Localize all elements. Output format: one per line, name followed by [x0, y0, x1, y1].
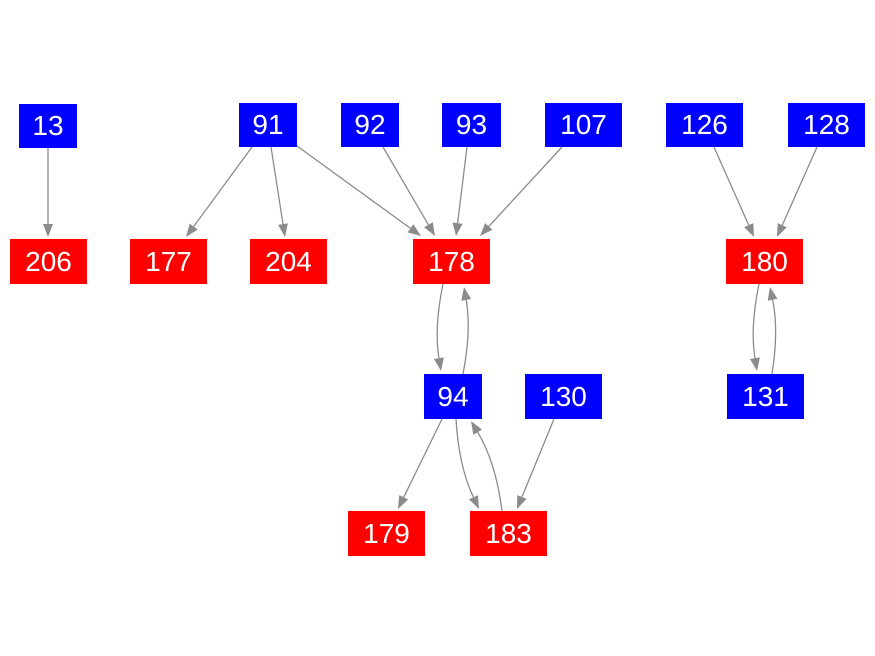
arrowhead [480, 223, 493, 236]
edge-line [403, 418, 443, 498]
arrowhead [434, 357, 444, 371]
arrowhead [461, 287, 472, 301]
edge-128-180 [777, 146, 818, 237]
arrowhead [43, 224, 53, 237]
arrowhead [744, 223, 754, 237]
node-label: 206 [25, 245, 72, 277]
node-206: 206 [10, 239, 87, 284]
edge-107-178 [480, 146, 563, 236]
edge-line [521, 418, 555, 498]
node-label: 130 [540, 380, 587, 412]
node-177: 177 [130, 239, 207, 284]
edge-line [462, 299, 469, 375]
node-107: 107 [545, 103, 622, 147]
node-130: 130 [525, 374, 602, 419]
edge-126-180 [713, 146, 754, 237]
node-204: 204 [250, 239, 327, 284]
edge-line [455, 418, 474, 498]
edge-183-94 [471, 421, 503, 512]
node-131: 131 [727, 374, 804, 419]
edge-line [456, 146, 468, 224]
arrowhead [278, 223, 288, 237]
node-label: 13 [32, 110, 64, 141]
edge-94-179 [398, 418, 443, 509]
edge-180-131 [750, 283, 760, 371]
edge-line [382, 146, 429, 226]
edge-94-183 [455, 418, 479, 509]
edge-91-177 [186, 146, 253, 237]
edge-178-94 [434, 283, 444, 371]
edge-93-178 [452, 146, 468, 236]
node-126: 126 [666, 103, 743, 147]
node-91: 91 [239, 103, 297, 147]
edge-line [436, 283, 444, 359]
arrowhead [398, 495, 409, 509]
node-13: 13 [19, 104, 77, 148]
edge-line [781, 146, 818, 226]
node-label: 179 [363, 517, 410, 549]
node-label: 128 [803, 109, 850, 140]
node-label: 94 [437, 380, 469, 412]
edge-131-180 [767, 287, 778, 375]
node-179: 179 [348, 511, 425, 556]
node-label: 93 [455, 109, 488, 140]
arrowhead [777, 223, 787, 237]
node-label: 91 [252, 109, 284, 140]
edge-91-204 [270, 146, 288, 237]
edge-line [193, 146, 253, 227]
edge-94-178 [461, 287, 472, 375]
edge-line [488, 146, 563, 227]
node-94: 94 [424, 374, 482, 419]
node-label: 131 [742, 380, 789, 412]
arrowhead [750, 357, 760, 371]
node-label: 107 [560, 109, 607, 140]
edge-130-183 [517, 418, 555, 509]
node-label: 183 [485, 517, 532, 549]
node-180: 180 [726, 239, 803, 284]
edge-line [477, 431, 503, 512]
node-label: 180 [741, 245, 788, 277]
node-label: 177 [145, 245, 192, 277]
node-92: 92 [341, 103, 399, 147]
arrowhead [468, 495, 479, 509]
node-178: 178 [413, 239, 490, 284]
edge-92-178 [382, 146, 435, 236]
node-label: 92 [354, 109, 386, 140]
arrowhead [452, 222, 463, 236]
arrowhead [471, 421, 482, 435]
arrowhead [517, 495, 527, 509]
edge-line [752, 283, 760, 359]
node-label: 126 [681, 109, 728, 140]
edge-91-178 [296, 145, 421, 236]
arrowhead [186, 223, 198, 237]
edge-line [713, 146, 750, 226]
arrowhead [424, 222, 435, 236]
node-label: 204 [265, 245, 312, 277]
node-183: 183 [470, 511, 547, 556]
edge-line [296, 145, 411, 229]
arrowhead [407, 224, 421, 236]
edge-13-206 [43, 147, 53, 237]
node-93: 93 [442, 103, 501, 147]
edge-line [270, 146, 284, 225]
node-label: 178 [428, 245, 475, 277]
edge-line [771, 299, 777, 375]
arrowhead [767, 287, 778, 301]
node-128: 128 [788, 103, 865, 147]
